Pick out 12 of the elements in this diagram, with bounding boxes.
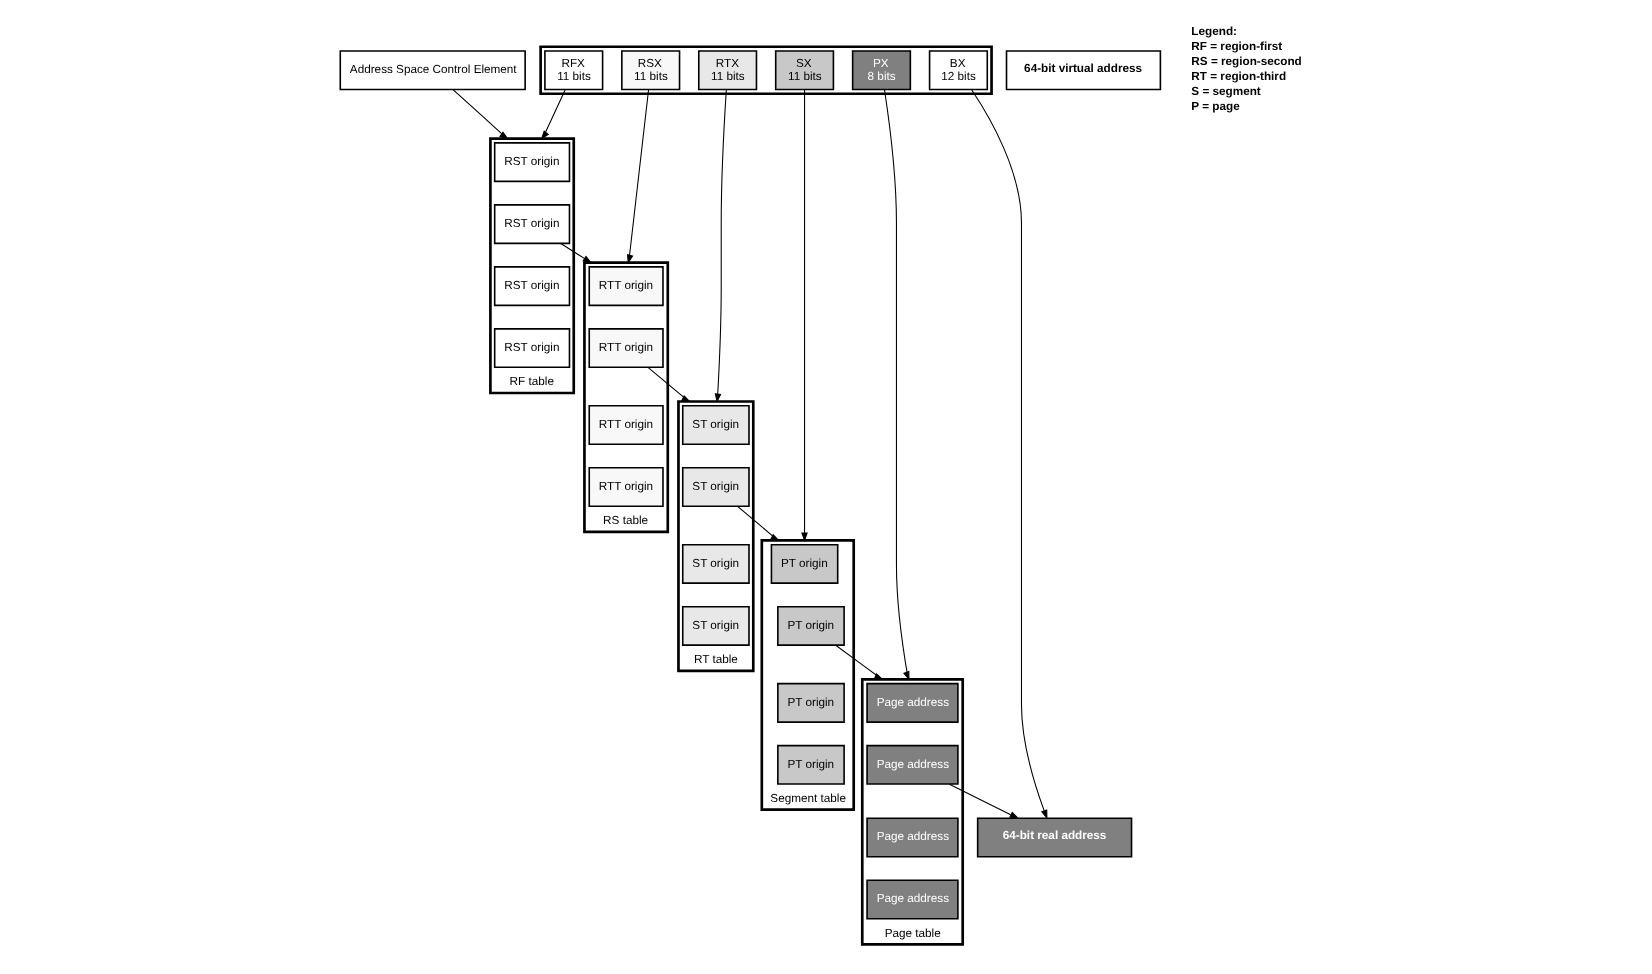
arrow <box>559 242 592 264</box>
arrow <box>539 89 565 140</box>
arrow <box>947 783 1019 819</box>
arrow <box>646 367 691 403</box>
arrow <box>834 644 883 680</box>
arrow <box>451 89 508 140</box>
arrow <box>736 506 780 542</box>
arrow <box>970 89 1047 820</box>
arrow <box>883 89 909 681</box>
arrow <box>625 89 649 265</box>
arrow <box>800 89 807 543</box>
arrow <box>713 89 726 404</box>
